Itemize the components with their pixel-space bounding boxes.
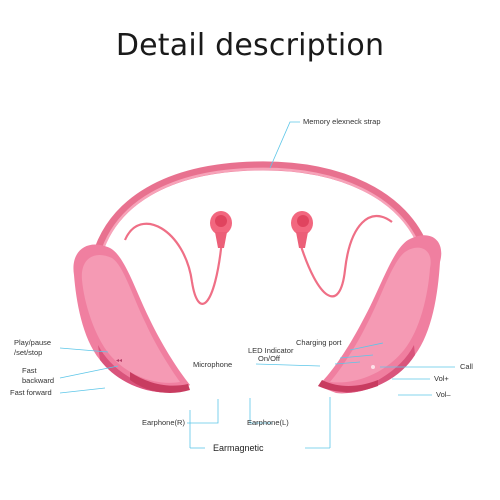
cable-left: [123, 222, 224, 305]
earbud-right-shape: [291, 211, 313, 248]
earbud-left-shape: [210, 211, 232, 248]
left-housing: ◂◂: [73, 244, 190, 393]
right-housing: [318, 235, 442, 394]
label-microphone: Microphone: [193, 360, 233, 369]
cable-right: [298, 215, 393, 298]
label-vol-plus: Vol+: [434, 374, 449, 383]
label-call: Call: [460, 362, 473, 371]
label-charging-port: Charging port: [296, 338, 342, 347]
page-title: Detail description: [115, 28, 385, 63]
label-earphone-l: Earphone(L): [247, 418, 289, 427]
label-strap: Memory elexneck strap: [303, 117, 381, 126]
label-fast-backward-1: Fast: [22, 366, 37, 375]
label-earphone-r: Earphone(R): [142, 418, 185, 427]
label-led-indicator: LED Indicator: [248, 346, 294, 355]
label-play: Play/pause: [14, 338, 52, 347]
neck-strap: [90, 161, 430, 267]
svg-text:◂◂: ◂◂: [116, 357, 122, 364]
neck-strap-highlight: [98, 167, 422, 260]
label-vol-minus: Vol–: [436, 390, 451, 399]
label-fast-forward: Fast forward: [10, 388, 52, 397]
label-earmagnetic: Earmagnetic: [213, 443, 264, 453]
label-fast-backward-2: backward: [22, 376, 55, 385]
label-set-stop: /set/stop: [14, 348, 43, 357]
callout-lines: [59, 121, 455, 449]
label-on-off: On/Off: [258, 354, 280, 363]
